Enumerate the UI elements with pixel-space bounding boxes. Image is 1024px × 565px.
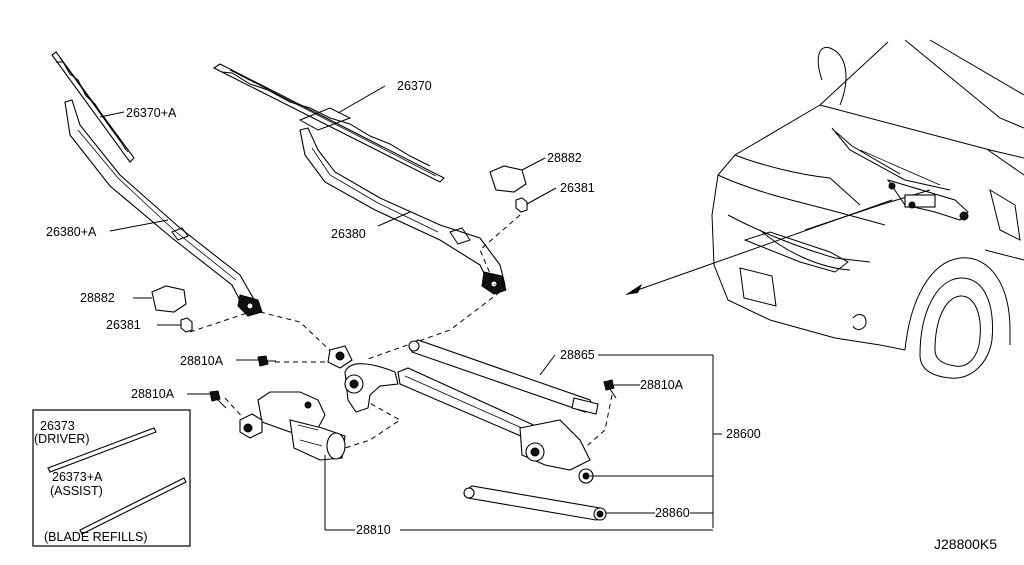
callout-link-lower: 28860: [655, 506, 690, 520]
pivot-nut-left: [157, 317, 193, 333]
arm-driver: [299, 127, 507, 295]
blade-driver: [212, 63, 445, 183]
callout-bolt-right: 28810A: [640, 378, 684, 392]
arm-assist: [64, 99, 263, 317]
refill-assist-label: (ASSIST): [50, 484, 103, 498]
callout-blade-driver: 26370: [397, 79, 432, 93]
refill-assist-part: 26373+A: [52, 470, 103, 484]
callout-bolt-lower: 28810A: [131, 387, 175, 401]
blade-assist: [51, 51, 135, 163]
leader-lines: [324, 354, 722, 531]
callout-link-upper: 28865: [560, 348, 595, 362]
callout-cap-left: 28882: [80, 291, 115, 305]
pivot-cap-right: [489, 157, 546, 193]
refill-driver-part: 26373: [40, 419, 75, 433]
dashed-guides: [189, 214, 613, 453]
linkage-assembly: [327, 339, 640, 521]
blade-refills-box: [32, 409, 191, 547]
callout-nut-left: 26381: [106, 318, 141, 332]
callout-motor: 28810: [356, 523, 391, 537]
callout-labels: 26370+A 26370 28882 26381 26380+A 26380 …: [34, 79, 997, 552]
callout-assembly: 28600: [726, 427, 761, 441]
callout-arm-driver: 26380: [331, 227, 366, 241]
vehicle-illustration: [625, 39, 1024, 379]
callout-arm-assist: 26380+A: [46, 225, 97, 239]
pivot-nut-right: [515, 187, 557, 213]
pivot-cap-left: [133, 285, 187, 313]
callout-bolt-upper: 28810A: [180, 354, 224, 368]
wiper-motor: [187, 355, 346, 461]
diagram-code: J28800K5: [934, 536, 997, 552]
callout-blade-assist: 26370+A: [126, 106, 177, 120]
callout-nut-right: 26381: [560, 181, 595, 195]
refill-driver-label: (DRIVER): [34, 432, 90, 446]
callout-cap-right: 28882: [547, 151, 582, 165]
refill-box-title: (BLADE REFILLS): [44, 530, 148, 544]
